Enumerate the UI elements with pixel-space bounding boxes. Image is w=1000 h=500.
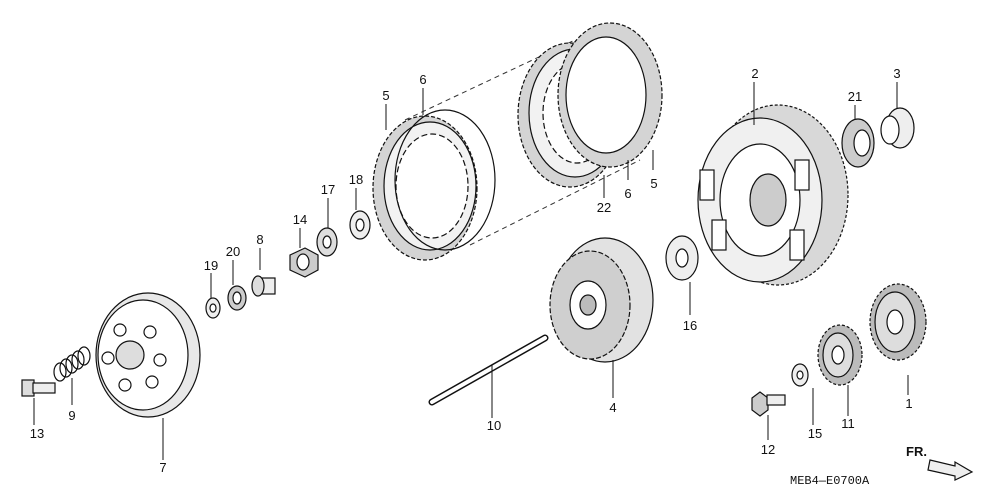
lock-washer-part [316,227,338,257]
part-label-6-right: 6 [624,186,631,201]
thrust-washer-16-part [665,235,699,281]
clutch-disc-stack-front [372,109,496,261]
part-label-16: 16 [683,318,697,333]
part-label-9: 9 [68,408,75,423]
outer-guide-part [880,107,915,149]
washer-15-part [791,363,809,387]
washer-19-part [205,297,221,319]
part-label-12: 12 [761,442,775,457]
part-label-2: 2 [751,66,758,81]
part-label-20: 20 [226,244,240,259]
part-label-17: 17 [321,182,335,197]
bolt-12-part [751,391,786,417]
lock-nut-part [289,247,319,278]
bearing-20-part [227,285,247,311]
part-label-18: 18 [349,172,363,187]
part-label-22: 22 [597,200,611,215]
part-label-11: 11 [841,416,855,431]
drawing-code: MEB4—E0700A [790,474,870,488]
part-label-4: 4 [609,400,616,415]
front-direction-indicator: FR. [906,444,974,481]
lifter-piece-part [251,275,276,297]
part-label-7: 7 [159,460,166,475]
thrust-washer-18-part [349,210,371,240]
clutch-outer-part [697,104,849,286]
part-label-5-right: 5 [650,176,657,191]
part-label-3: 3 [893,66,900,81]
part-label-5-left: 5 [382,88,389,103]
front-direction-label: FR. [906,444,927,459]
part-label-8: 8 [256,232,263,247]
lifter-rod-part [428,334,549,406]
part-number-labels: 1 2 3 4 5 5 6 6 7 8 9 10 11 12 13 14 15 … [30,66,913,475]
leader-lines [33,82,909,460]
part-label-19: 19 [204,258,218,273]
part-label-1: 1 [905,396,912,411]
part-label-13: 13 [30,426,44,441]
clutch-center-part [549,237,654,363]
part-label-15: 15 [808,426,822,441]
clutch-spring-part [53,346,91,382]
bolt-13-part [21,379,56,397]
pressure-plate-part [95,292,201,418]
primary-gear-part [869,283,927,361]
part-label-21: 21 [848,89,862,104]
clutch-disc-stack-rear [517,22,663,188]
part-label-10: 10 [487,418,501,433]
needle-bearing-part [841,118,875,168]
gear-11-part [817,324,863,386]
part-label-14: 14 [293,212,307,227]
front-arrow-icon [927,459,974,481]
part-label-6-left: 6 [419,72,426,87]
